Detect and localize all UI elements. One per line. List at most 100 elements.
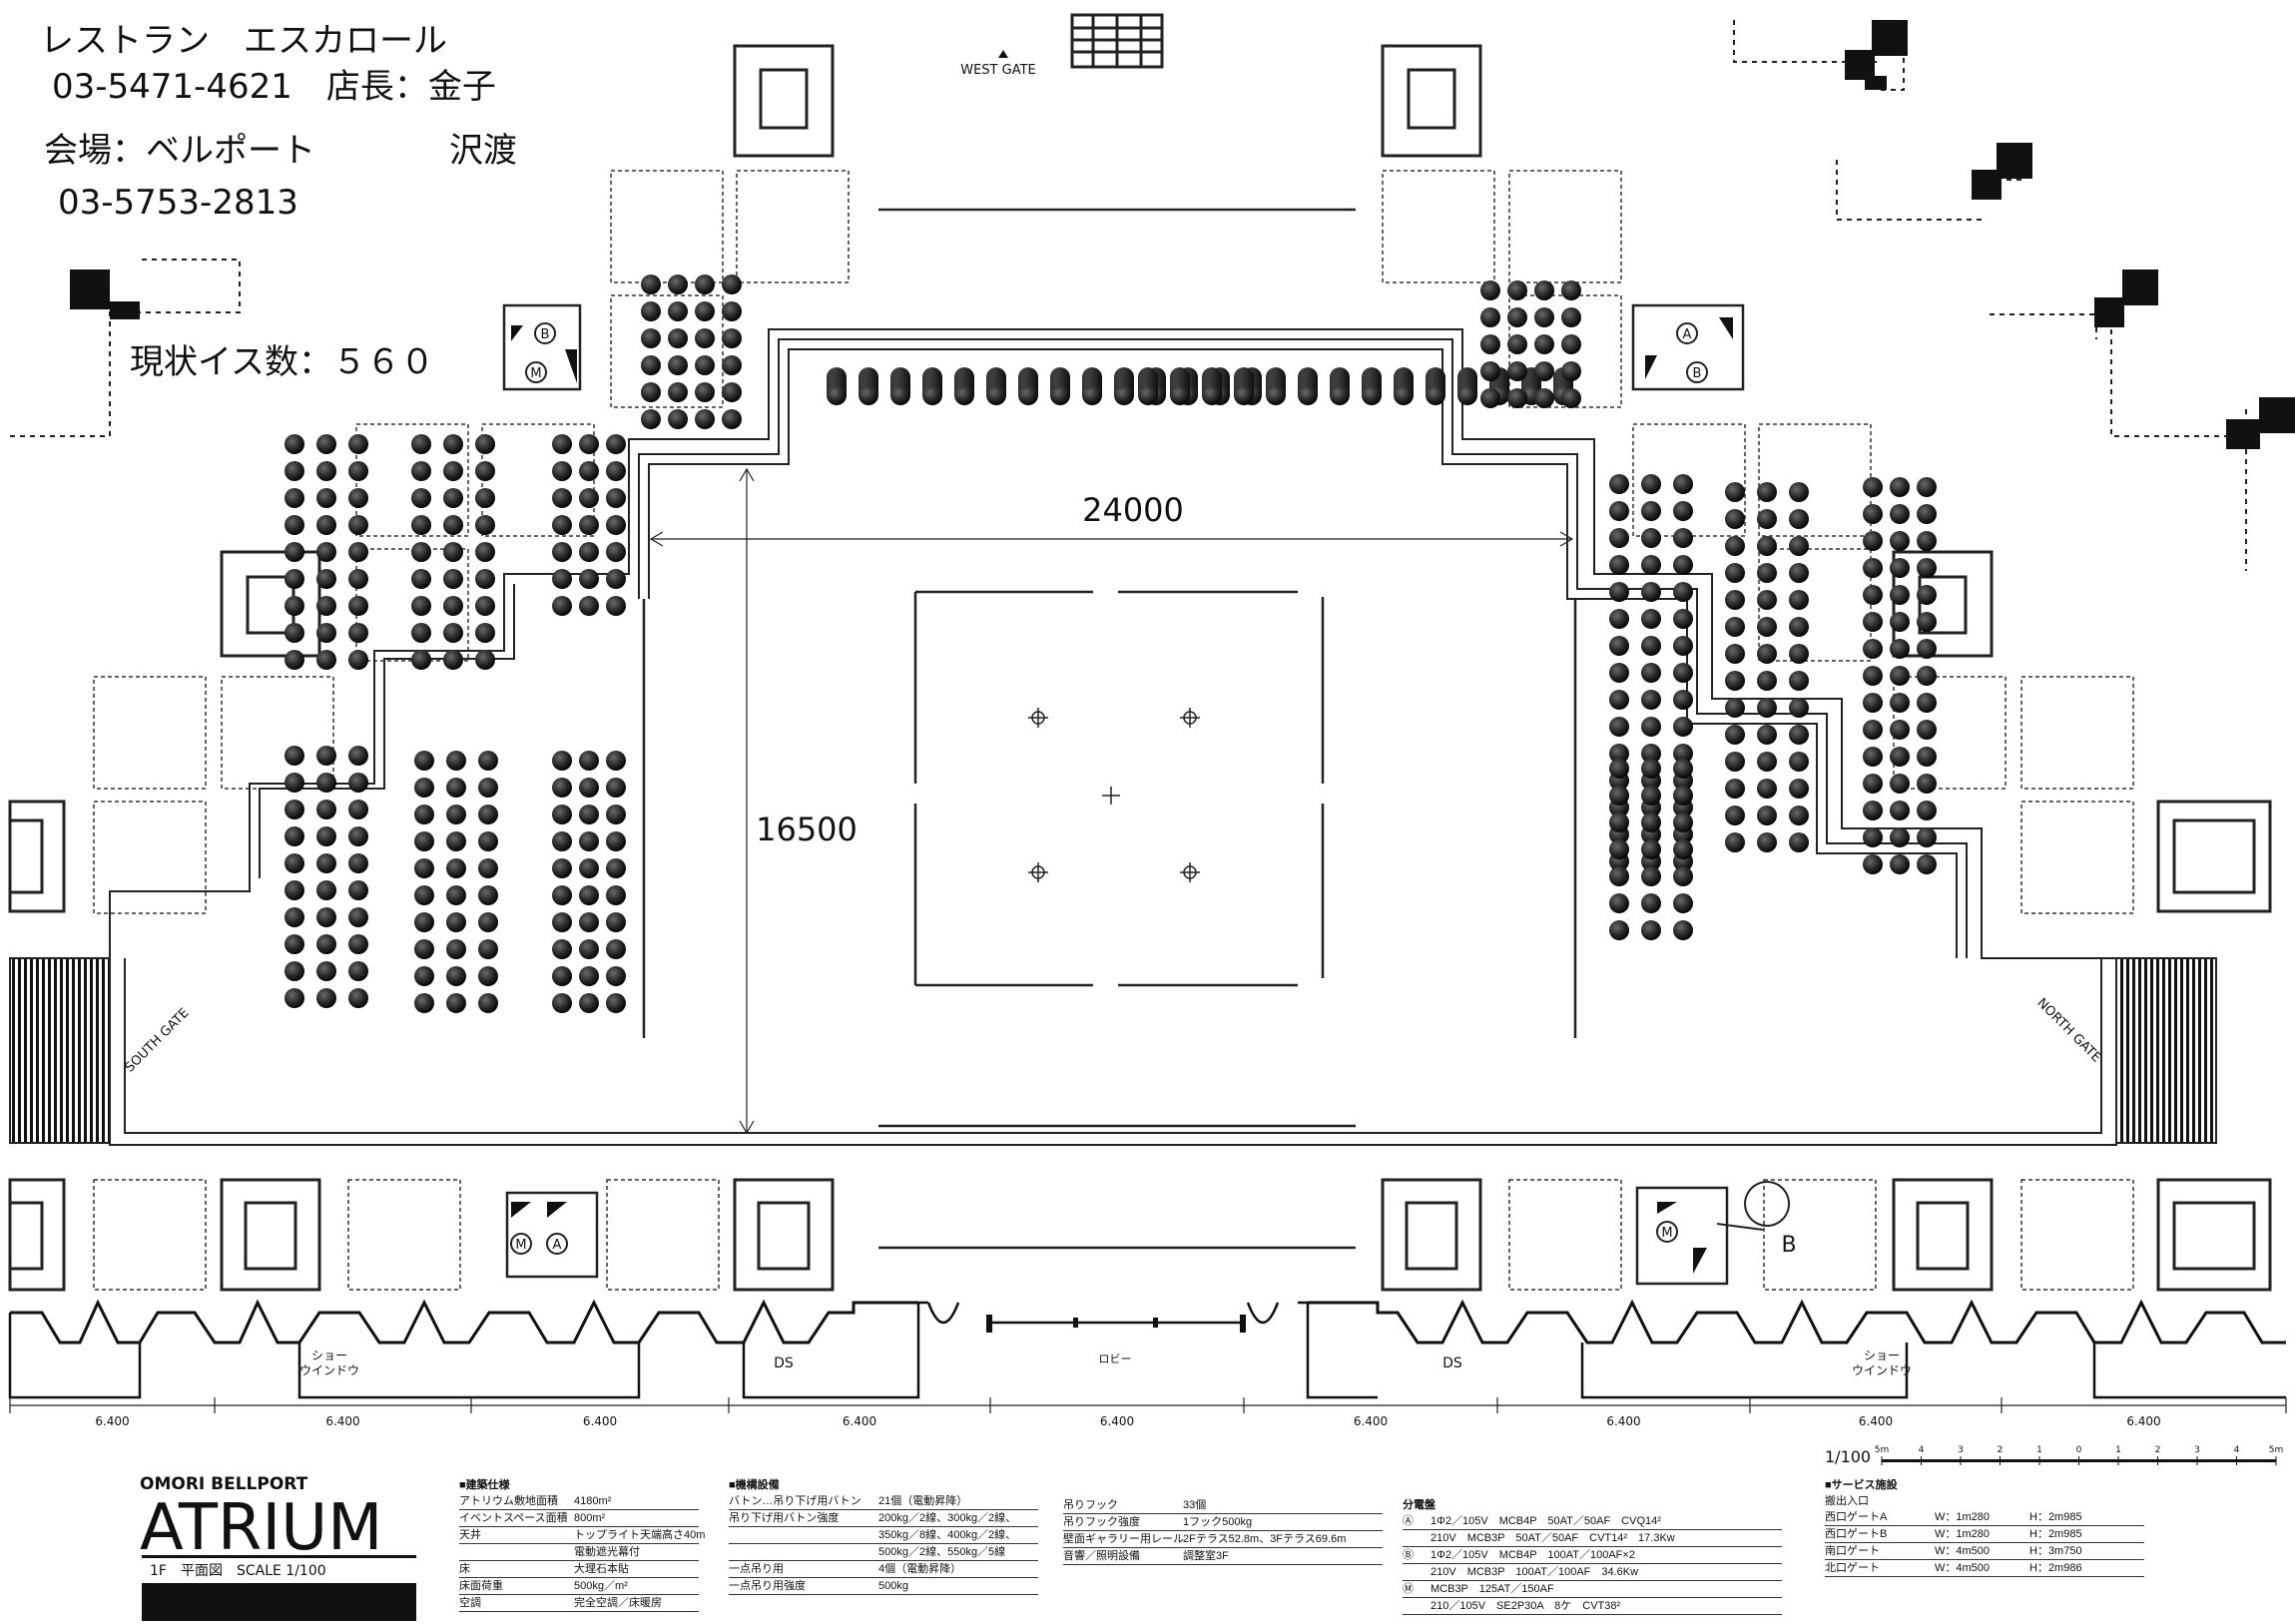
chair (1890, 666, 1910, 686)
chair (1673, 786, 1693, 806)
chair (285, 623, 304, 643)
title-sub: 1F 平面図 SCALE 1/100 (150, 1563, 326, 1579)
chair (668, 382, 688, 402)
chair (1757, 698, 1777, 718)
scale-tick-label: 0 (2076, 1445, 2082, 1455)
spec-cell: 33個 (1183, 1499, 1207, 1511)
chair (1917, 504, 1937, 524)
chair (1789, 482, 1809, 502)
chair (1480, 361, 1500, 381)
spec-cell: 210V MCB3P 50AT／50AF CVT14² 17.3Kw (1431, 1532, 1675, 1544)
chair (475, 542, 495, 562)
chair (1641, 893, 1661, 913)
spec-cell (1403, 1598, 1431, 1614)
chair (606, 488, 626, 508)
chair (1789, 752, 1809, 772)
chair (1561, 361, 1581, 381)
electrical-panels: B M A B M A M B (502, 303, 1797, 1286)
chair (316, 961, 336, 981)
dim-depth: 16500 (756, 811, 858, 848)
chair (316, 988, 336, 1008)
chair (446, 858, 466, 878)
chair (641, 301, 661, 321)
bay-label: 6.400 (843, 1414, 876, 1428)
chair (668, 355, 688, 375)
chair (1917, 827, 1937, 847)
chair (446, 831, 466, 851)
panel-a-tr: A (1683, 327, 1692, 342)
chair (1917, 585, 1937, 605)
chair (1480, 334, 1500, 354)
chair (1480, 307, 1500, 327)
spec-cell: 1フック500kg (1183, 1516, 1253, 1528)
chair (1917, 774, 1937, 794)
chair (1673, 555, 1693, 575)
chair (1789, 779, 1809, 799)
chair (695, 274, 715, 294)
chair (316, 934, 336, 954)
chair (579, 912, 599, 932)
note-restaurant: レストラン エスカロール (40, 21, 447, 61)
chair (1609, 528, 1629, 548)
chair (890, 385, 910, 405)
chair (722, 274, 742, 294)
spec-cell: H：2m986 (2029, 1562, 2082, 1574)
spec-row: 210／105V SE2P30A 8ケ CVT38² (1403, 1598, 1782, 1615)
chair (695, 382, 715, 402)
chair (1202, 385, 1222, 405)
spec-row: 210V MCB3P 100AT／100AF 34.6Kw (1403, 1564, 1782, 1581)
chair (1673, 474, 1693, 494)
chair (316, 800, 336, 819)
window-right-1: ショー (1864, 1349, 1900, 1362)
chair (1789, 509, 1809, 529)
chair-layout (285, 274, 1937, 1013)
pillars (8, 44, 2272, 1292)
chair (316, 853, 336, 873)
chair (1863, 585, 1883, 605)
chair (1863, 827, 1883, 847)
chair (552, 542, 572, 562)
chair (316, 826, 336, 846)
spec-cell: 4個（電動昇降） (878, 1563, 962, 1575)
window-left-1: ショー (311, 1349, 347, 1362)
handwritten-note: レストラン エスカロール 03-5471-4621 店長：金子 会場：ベルポート… (40, 21, 517, 382)
chair (606, 805, 626, 824)
chair (478, 778, 498, 798)
chair (552, 858, 572, 878)
chair (1863, 693, 1883, 713)
chair (1609, 893, 1629, 913)
chair (285, 746, 304, 766)
chair (1641, 690, 1661, 710)
chair (606, 885, 626, 905)
chair (1917, 666, 1937, 686)
chair (411, 542, 431, 562)
chair (285, 961, 304, 981)
spec-cell: 西口ゲートA (1825, 1511, 1888, 1523)
chair (1890, 639, 1910, 659)
chair (1609, 920, 1629, 940)
chair (1394, 385, 1414, 405)
dim-width: 24000 (1082, 491, 1184, 529)
chair (606, 993, 626, 1013)
scale-tick-label: 2 (2155, 1445, 2161, 1455)
spec-cell: 空調 (459, 1597, 481, 1609)
chair (668, 409, 688, 429)
panel-a-bl: A (553, 1238, 562, 1253)
chair (1789, 563, 1809, 583)
chair (606, 569, 626, 589)
chair (1114, 385, 1134, 405)
spec-cell: 床面荷重 (459, 1580, 503, 1592)
chair (1890, 612, 1910, 632)
chair (1863, 639, 1883, 659)
chair (1561, 280, 1581, 300)
chair (1789, 644, 1809, 664)
